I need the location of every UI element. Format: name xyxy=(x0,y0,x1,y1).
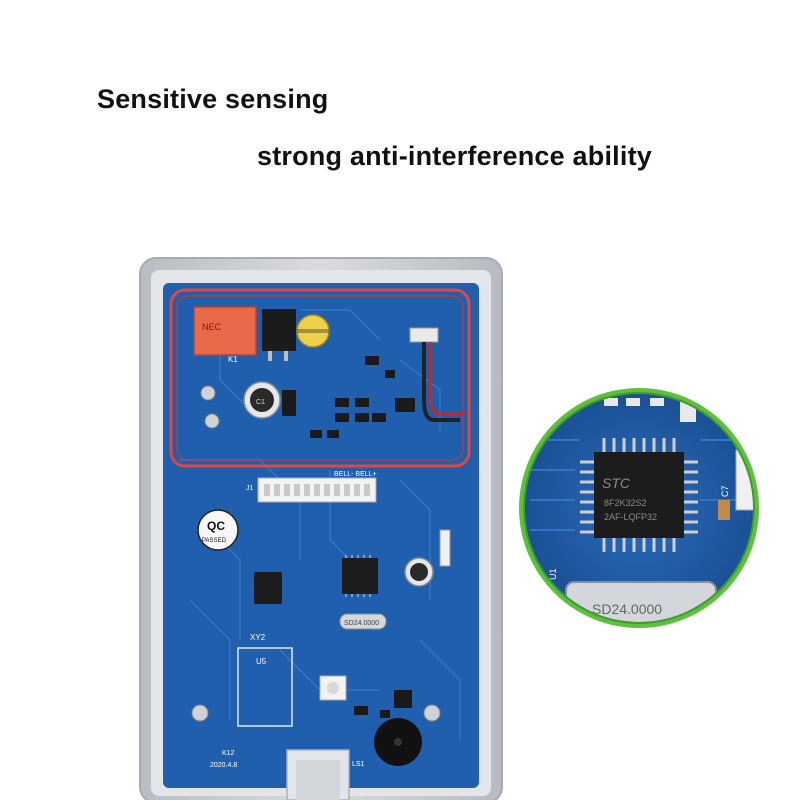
zoom-capacitor: C7 xyxy=(718,485,730,520)
smd-components xyxy=(282,356,415,438)
main-chip xyxy=(342,555,378,597)
casing-notch xyxy=(286,749,350,800)
relay-component: NEC K1 xyxy=(193,306,257,364)
zoom-crystal: SD24.0000 xyxy=(565,581,717,622)
label-ls1: LS1 xyxy=(352,761,365,768)
header-connector: BELL- BELL+ J1 xyxy=(246,471,377,503)
label-xy2: XY2 xyxy=(250,633,266,642)
crystal-label: SD24.0000 xyxy=(344,620,379,627)
voltage-regulator xyxy=(262,309,296,361)
zoom-label-c7: C7 xyxy=(720,485,730,497)
capacitor-2: C1 xyxy=(243,381,281,419)
capacitor-3 xyxy=(404,557,434,587)
pin-header xyxy=(439,529,451,567)
qc-passed-text: PASSED xyxy=(202,538,227,544)
relay-label: NEC xyxy=(202,322,222,332)
qc-sticker: QC PASSED xyxy=(197,509,239,551)
crystal-oscillator: SD24.0000 xyxy=(339,613,387,630)
zoom-crystal-text: SD24.0000 xyxy=(592,601,662,617)
module-u5: U5 XY2 xyxy=(237,633,293,727)
board-model: K12 xyxy=(222,750,235,757)
secondary-chip xyxy=(254,572,282,604)
label-k1: K1 xyxy=(228,355,238,364)
zoom-label-u1: U1 xyxy=(548,568,558,580)
connector-label: BELL- BELL+ xyxy=(334,471,377,478)
headline-line-2: strong anti-interference ability xyxy=(257,141,652,171)
smd-components-bottom xyxy=(354,690,412,718)
label-c1: C1 xyxy=(256,399,265,406)
led-component xyxy=(319,675,347,701)
zoom-chip-brand: STC xyxy=(602,475,631,491)
headline-line-1: Sensitive sensing xyxy=(97,84,329,114)
label-j1: J1 xyxy=(246,485,254,492)
zoom-inset: STC 8F2K32S2 2AF-LQFP32 C7 SD24.0000 U1 xyxy=(519,388,759,628)
zoom-chip-line2: 2AF-LQFP32 xyxy=(604,512,657,522)
buzzer: LS1 xyxy=(352,718,422,768)
board-date: 2020.4.8 xyxy=(210,762,237,769)
zoom-chip: STC 8F2K32S2 2AF-LQFP32 xyxy=(580,438,698,552)
screw-icon xyxy=(191,385,441,722)
capacitor-1 xyxy=(296,314,330,348)
antenna-coil xyxy=(169,288,471,468)
qc-text: QC xyxy=(207,519,225,533)
wire-connector xyxy=(409,327,466,422)
zoom-chip-line1: 8F2K32S2 xyxy=(604,498,647,508)
label-u5: U5 xyxy=(256,657,267,666)
